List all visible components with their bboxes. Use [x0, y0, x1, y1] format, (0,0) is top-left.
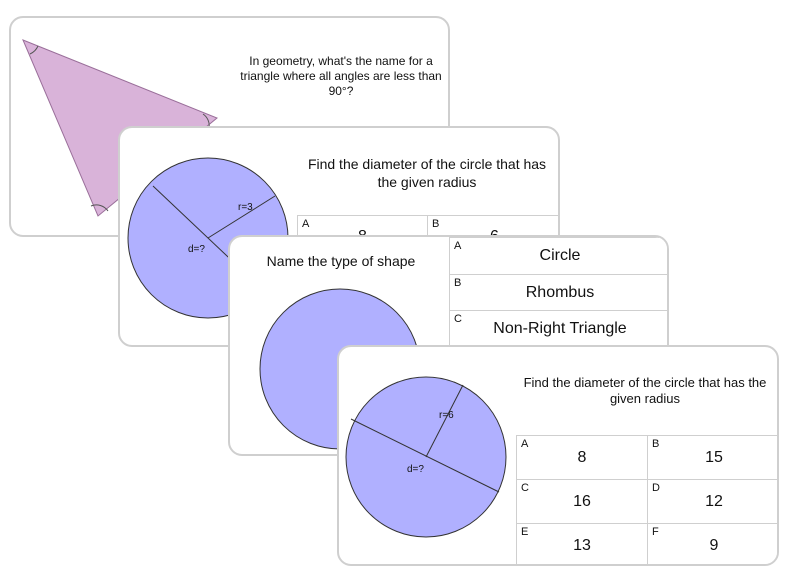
- circle-figure: [345, 376, 507, 538]
- option-letter: A: [521, 438, 529, 450]
- option-value: 15: [705, 449, 723, 466]
- option-letter: C: [454, 313, 462, 325]
- option-letter: F: [652, 526, 659, 538]
- question-text: Find the diameter of the circle that has…: [523, 375, 767, 407]
- option-value: 13: [573, 537, 591, 554]
- option-value: Circle: [539, 247, 581, 264]
- option-value: 8: [577, 449, 587, 466]
- option-letter: C: [521, 482, 529, 494]
- answer-option-c[interactable]: C 16: [516, 479, 648, 524]
- diameter-label: d=?: [407, 464, 424, 475]
- option-value: Non-Right Triangle: [493, 320, 627, 337]
- answer-option-b[interactable]: B 15: [647, 435, 777, 480]
- option-value: 9: [709, 537, 719, 554]
- answer-option-e[interactable]: E 13: [516, 523, 648, 564]
- option-letter: D: [652, 482, 660, 494]
- question-text: Find the diameter of the circle that has…: [307, 156, 547, 190]
- option-letter: A: [302, 218, 310, 230]
- question-text: In geometry, what's the name for a trian…: [240, 54, 442, 98]
- option-letter: E: [521, 526, 529, 538]
- answer-option-a[interactable]: A 8: [516, 435, 648, 480]
- option-letter: B: [652, 438, 660, 450]
- answer-option-a[interactable]: A Circle: [449, 237, 667, 275]
- answer-option-b[interactable]: B Rhombus: [449, 274, 667, 311]
- option-letter: A: [454, 240, 462, 252]
- option-value: 16: [573, 493, 591, 510]
- option-value: Rhombus: [525, 284, 595, 301]
- diameter-label: d=?: [188, 244, 205, 255]
- question-text: Name the type of shape: [266, 253, 416, 269]
- option-letter: B: [432, 218, 440, 230]
- radius-label: r=6: [439, 410, 454, 421]
- question-card-diameter-r6[interactable]: r=6 d=? Find the diameter of the circle …: [337, 345, 779, 566]
- answer-option-f[interactable]: F 9: [647, 523, 777, 564]
- option-letter: B: [454, 277, 462, 289]
- answer-option-c[interactable]: C Non-Right Triangle: [449, 310, 667, 347]
- option-value: 12: [705, 493, 723, 510]
- answer-option-d[interactable]: D 12: [647, 479, 777, 524]
- radius-label: r=3: [238, 202, 253, 213]
